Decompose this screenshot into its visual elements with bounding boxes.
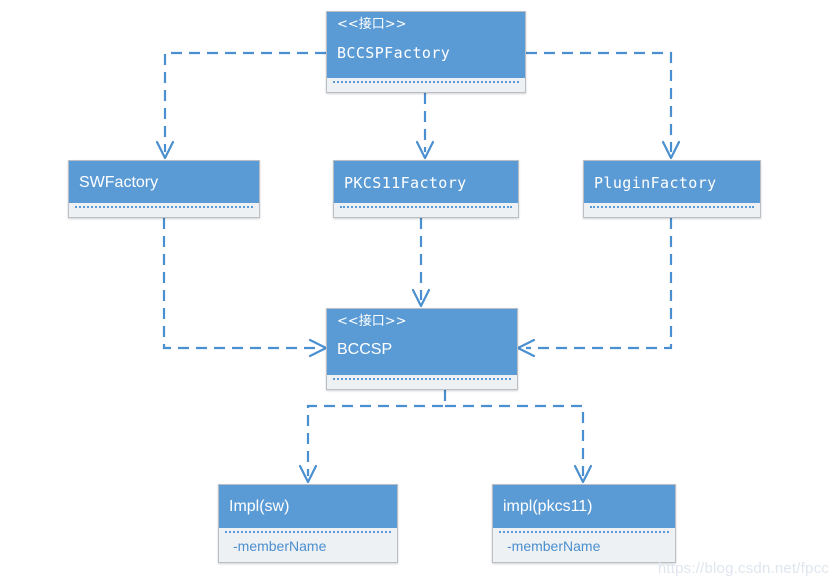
uml-header-impl-sw: Impl(sw) xyxy=(219,485,397,530)
stereotype-label: <<接口>> xyxy=(337,314,407,329)
compartment-divider xyxy=(340,206,512,208)
edge-pluginfactory-to-bccsp xyxy=(516,218,673,358)
stereotype-label: <<接口>> xyxy=(337,17,407,32)
attributes-compartment xyxy=(69,203,259,217)
class-name-label: BCCSPFactory xyxy=(337,44,451,62)
uml-header-swfactory: SWFactory xyxy=(69,161,259,205)
class-name-label: PluginFactory xyxy=(594,174,717,192)
edge-bccsp-to-impl-pkcs11 xyxy=(445,404,593,484)
class-name-label: PKCS11Factory xyxy=(344,174,467,192)
uml-header-bccspfactory: <<接口>> BCCSPFactory xyxy=(327,12,525,80)
compartment-divider xyxy=(75,206,253,208)
attributes-compartment: -memberName xyxy=(219,528,397,562)
watermark-text: https://blog.csdn.net/fpcc xyxy=(657,560,829,577)
uml-class-pluginfactory[interactable]: PluginFactory xyxy=(583,160,761,218)
uml-class-pkcs11factory[interactable]: PKCS11Factory xyxy=(333,160,519,218)
attribute-membername: -memberName xyxy=(507,538,601,554)
attributes-compartment xyxy=(334,203,518,217)
edge-bccspfactory-to-pluginfactory xyxy=(526,51,681,160)
compartment-divider xyxy=(225,531,391,533)
class-name-label: Impl(sw) xyxy=(229,498,290,515)
class-name-label: SWFactory xyxy=(79,174,159,191)
compartment-divider xyxy=(333,81,519,83)
class-name-label: impl(pkcs11) xyxy=(503,498,593,515)
edge-swfactory-to-bccsp xyxy=(162,218,328,358)
attribute-membername: -memberName xyxy=(233,538,327,554)
uml-class-bccspfactory[interactable]: <<接口>> BCCSPFactory xyxy=(326,11,526,93)
compartment-divider xyxy=(590,206,754,208)
edge-bccsp-to-impl-sw xyxy=(298,390,447,484)
attributes-compartment: -memberName xyxy=(493,528,675,562)
edge-pkcs11factory-to-bccsp xyxy=(411,218,431,308)
edge-bccspfactory-to-pkcs11factory xyxy=(415,93,435,160)
uml-class-impl-sw[interactable]: Impl(sw) -memberName xyxy=(218,484,398,563)
uml-header-pkcs11factory: PKCS11Factory xyxy=(334,161,518,205)
uml-header-impl-pkcs11: impl(pkcs11) xyxy=(493,485,675,530)
class-name-label: BCCSP xyxy=(337,341,393,358)
attributes-compartment xyxy=(584,203,760,217)
compartment-divider xyxy=(333,378,511,380)
edge-bccspfactory-to-swfactory xyxy=(155,51,326,160)
uml-class-impl-pkcs11[interactable]: impl(pkcs11) -memberName xyxy=(492,484,676,563)
uml-header-bccsp: <<接口>> BCCSP xyxy=(327,309,517,377)
attributes-compartment xyxy=(327,375,517,389)
uml-class-bccsp[interactable]: <<接口>> BCCSP xyxy=(326,308,518,390)
uml-class-swfactory[interactable]: SWFactory xyxy=(68,160,260,218)
uml-header-pluginfactory: PluginFactory xyxy=(584,161,760,205)
compartment-divider xyxy=(499,531,669,533)
attributes-compartment xyxy=(327,78,525,92)
